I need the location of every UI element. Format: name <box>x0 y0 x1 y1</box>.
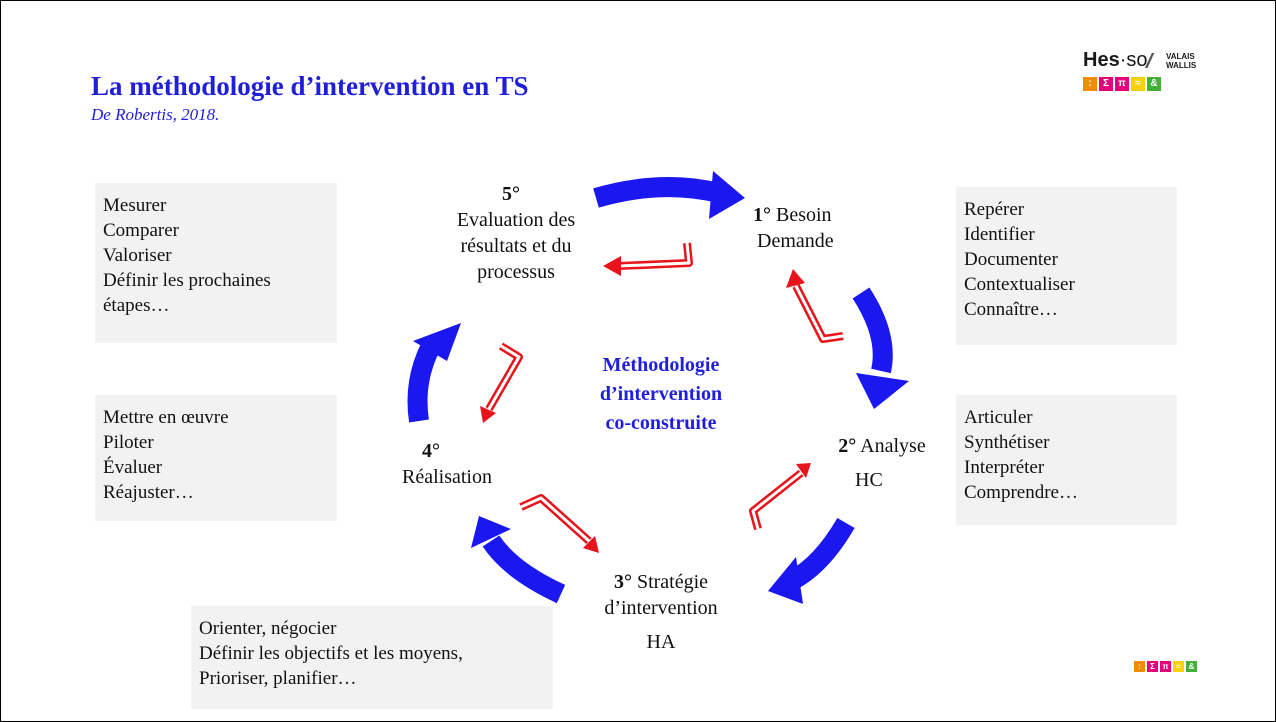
box-besoin-actions: Repérer Identifier Documenter Contextual… <box>956 187 1177 345</box>
center-line: d’intervention <box>599 383 723 405</box>
box-analyse-actions: Articuler Synthétiser Interpréter Compre… <box>956 395 1177 525</box>
center-line: co-construite <box>605 412 717 434</box>
box-line: Articuler <box>964 407 1033 428</box>
box-line: Orienter, négocier <box>199 618 337 639</box>
box-evaluation-actions: Mesurer Comparer Valoriser Définir les p… <box>95 183 337 343</box>
blue-arrow-4-to-5 <box>407 323 461 423</box>
logo-tile-2: π <box>1115 77 1129 91</box>
stage-2-analyse: 2° Analyse HC <box>838 435 926 491</box>
blue-arrow-5-to-1 <box>593 171 745 219</box>
box-line: Définir les objectifs et les moyens, <box>199 643 463 664</box>
logo-tile-3: ≈ <box>1131 77 1145 91</box>
center-line: Méthodologie <box>602 354 720 376</box>
blue-arrow-2-to-3 <box>768 517 855 604</box>
box-strategie-actions: Orienter, négocier Définir les objectifs… <box>191 606 553 709</box>
stage-1-besoin: 1° Besoin Demande <box>753 204 834 252</box>
red-arrow-2-feedback <box>749 463 811 531</box>
box-line: Synthétiser <box>964 432 1050 453</box>
logo-tile-1: Σ <box>1099 77 1113 91</box>
blue-arrow-3-to-4 <box>471 516 566 604</box>
slide-subtitle: De Robertis, 2018. <box>91 105 220 124</box>
logo-tile-4: & <box>1147 77 1161 91</box>
logo-tile-1: Σ <box>1147 661 1158 672</box>
box-line: étapes… <box>103 295 170 316</box>
red-arrow-5-feedback <box>603 242 693 276</box>
box-line: Définir les prochaines <box>103 270 271 291</box>
blue-arrow-1-to-2 <box>852 287 909 409</box>
stage-3-strategie: 3° Stratégie d’intervention HA <box>604 571 718 653</box>
stage-4-realisation: 4° Réalisation <box>402 440 492 488</box>
logo-tile-4: & <box>1186 661 1197 672</box>
logo-wordmark: Hes·so <box>1083 49 1148 71</box>
box-line: Mettre en œuvre <box>103 407 229 428</box>
box-line: Évaluer <box>103 457 163 478</box>
box-line: Valoriser <box>103 245 172 266</box>
box-line: Comprendre… <box>964 482 1078 503</box>
logo-tile-3: ≈ <box>1173 661 1184 672</box>
box-line: Documenter <box>964 249 1058 270</box>
box-line: Mesurer <box>103 195 167 216</box>
red-arrow-1-feedback <box>786 269 844 343</box>
red-arrow-3-feedback <box>519 494 599 553</box>
box-line: Repérer <box>964 199 1025 220</box>
logo-tile-0: : <box>1134 661 1145 672</box>
box-line: Connaître… <box>964 299 1058 320</box>
red-arrow-4-feedback <box>480 342 523 423</box>
stage-5-evaluation: 5° Evaluation des résultats et du proces… <box>456 183 576 283</box>
box-line: Interpréter <box>964 457 1045 478</box>
box-realisation-actions: Mettre en œuvre Piloter Évaluer Réajuste… <box>95 395 337 521</box>
center-title: Méthodologie d’intervention co-construit… <box>561 351 761 438</box>
logo-tile-0: : <box>1083 77 1097 91</box>
box-line: Identifier <box>964 224 1035 245</box>
box-line: Réajuster… <box>103 482 194 503</box>
box-line: Contextualiser <box>964 274 1075 295</box>
logo-tile-2: π <box>1160 661 1171 672</box>
slide-title: La méthodologie d’intervention en TS <box>91 71 529 101</box>
box-line: Comparer <box>103 220 179 241</box>
box-line: Piloter <box>103 432 154 453</box>
box-line: Prioriser, planifier… <box>199 668 357 689</box>
